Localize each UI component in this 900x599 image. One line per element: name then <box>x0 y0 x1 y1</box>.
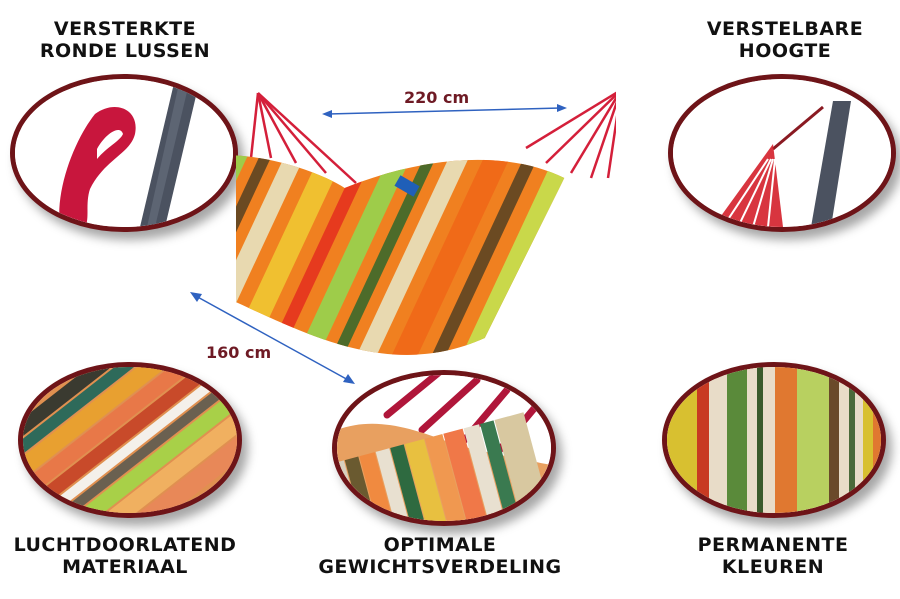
width-arrow <box>190 292 355 384</box>
adjustable-height-image <box>668 74 896 232</box>
feature-label-reinforced-loops: VERSTERKTE RONDE LUSSEN <box>39 18 211 62</box>
feature-label-breathable-material: LUCHTDOORLATEND MATERIAAL <box>13 534 237 578</box>
length-dimension: 220 cm <box>404 88 470 107</box>
weight-distribution-image <box>332 370 556 526</box>
hammock-image <box>236 78 616 368</box>
stripes-closeup-image <box>662 362 886 518</box>
feature-label-weight-distribution: OPTIMALE GEWICHTSVERDELING <box>318 534 562 578</box>
rope-loop-image <box>10 74 238 232</box>
brand-tag-icon <box>394 175 420 197</box>
feature-label-permanent-colors: PERMANENTE KLEUREN <box>697 534 849 578</box>
feature-label-adjustable-height: VERSTELBARE HOOGTE <box>706 18 864 62</box>
width-dimension: 160 cm <box>206 343 272 362</box>
fabric-closeup-image <box>18 362 242 518</box>
length-arrow <box>322 100 567 120</box>
